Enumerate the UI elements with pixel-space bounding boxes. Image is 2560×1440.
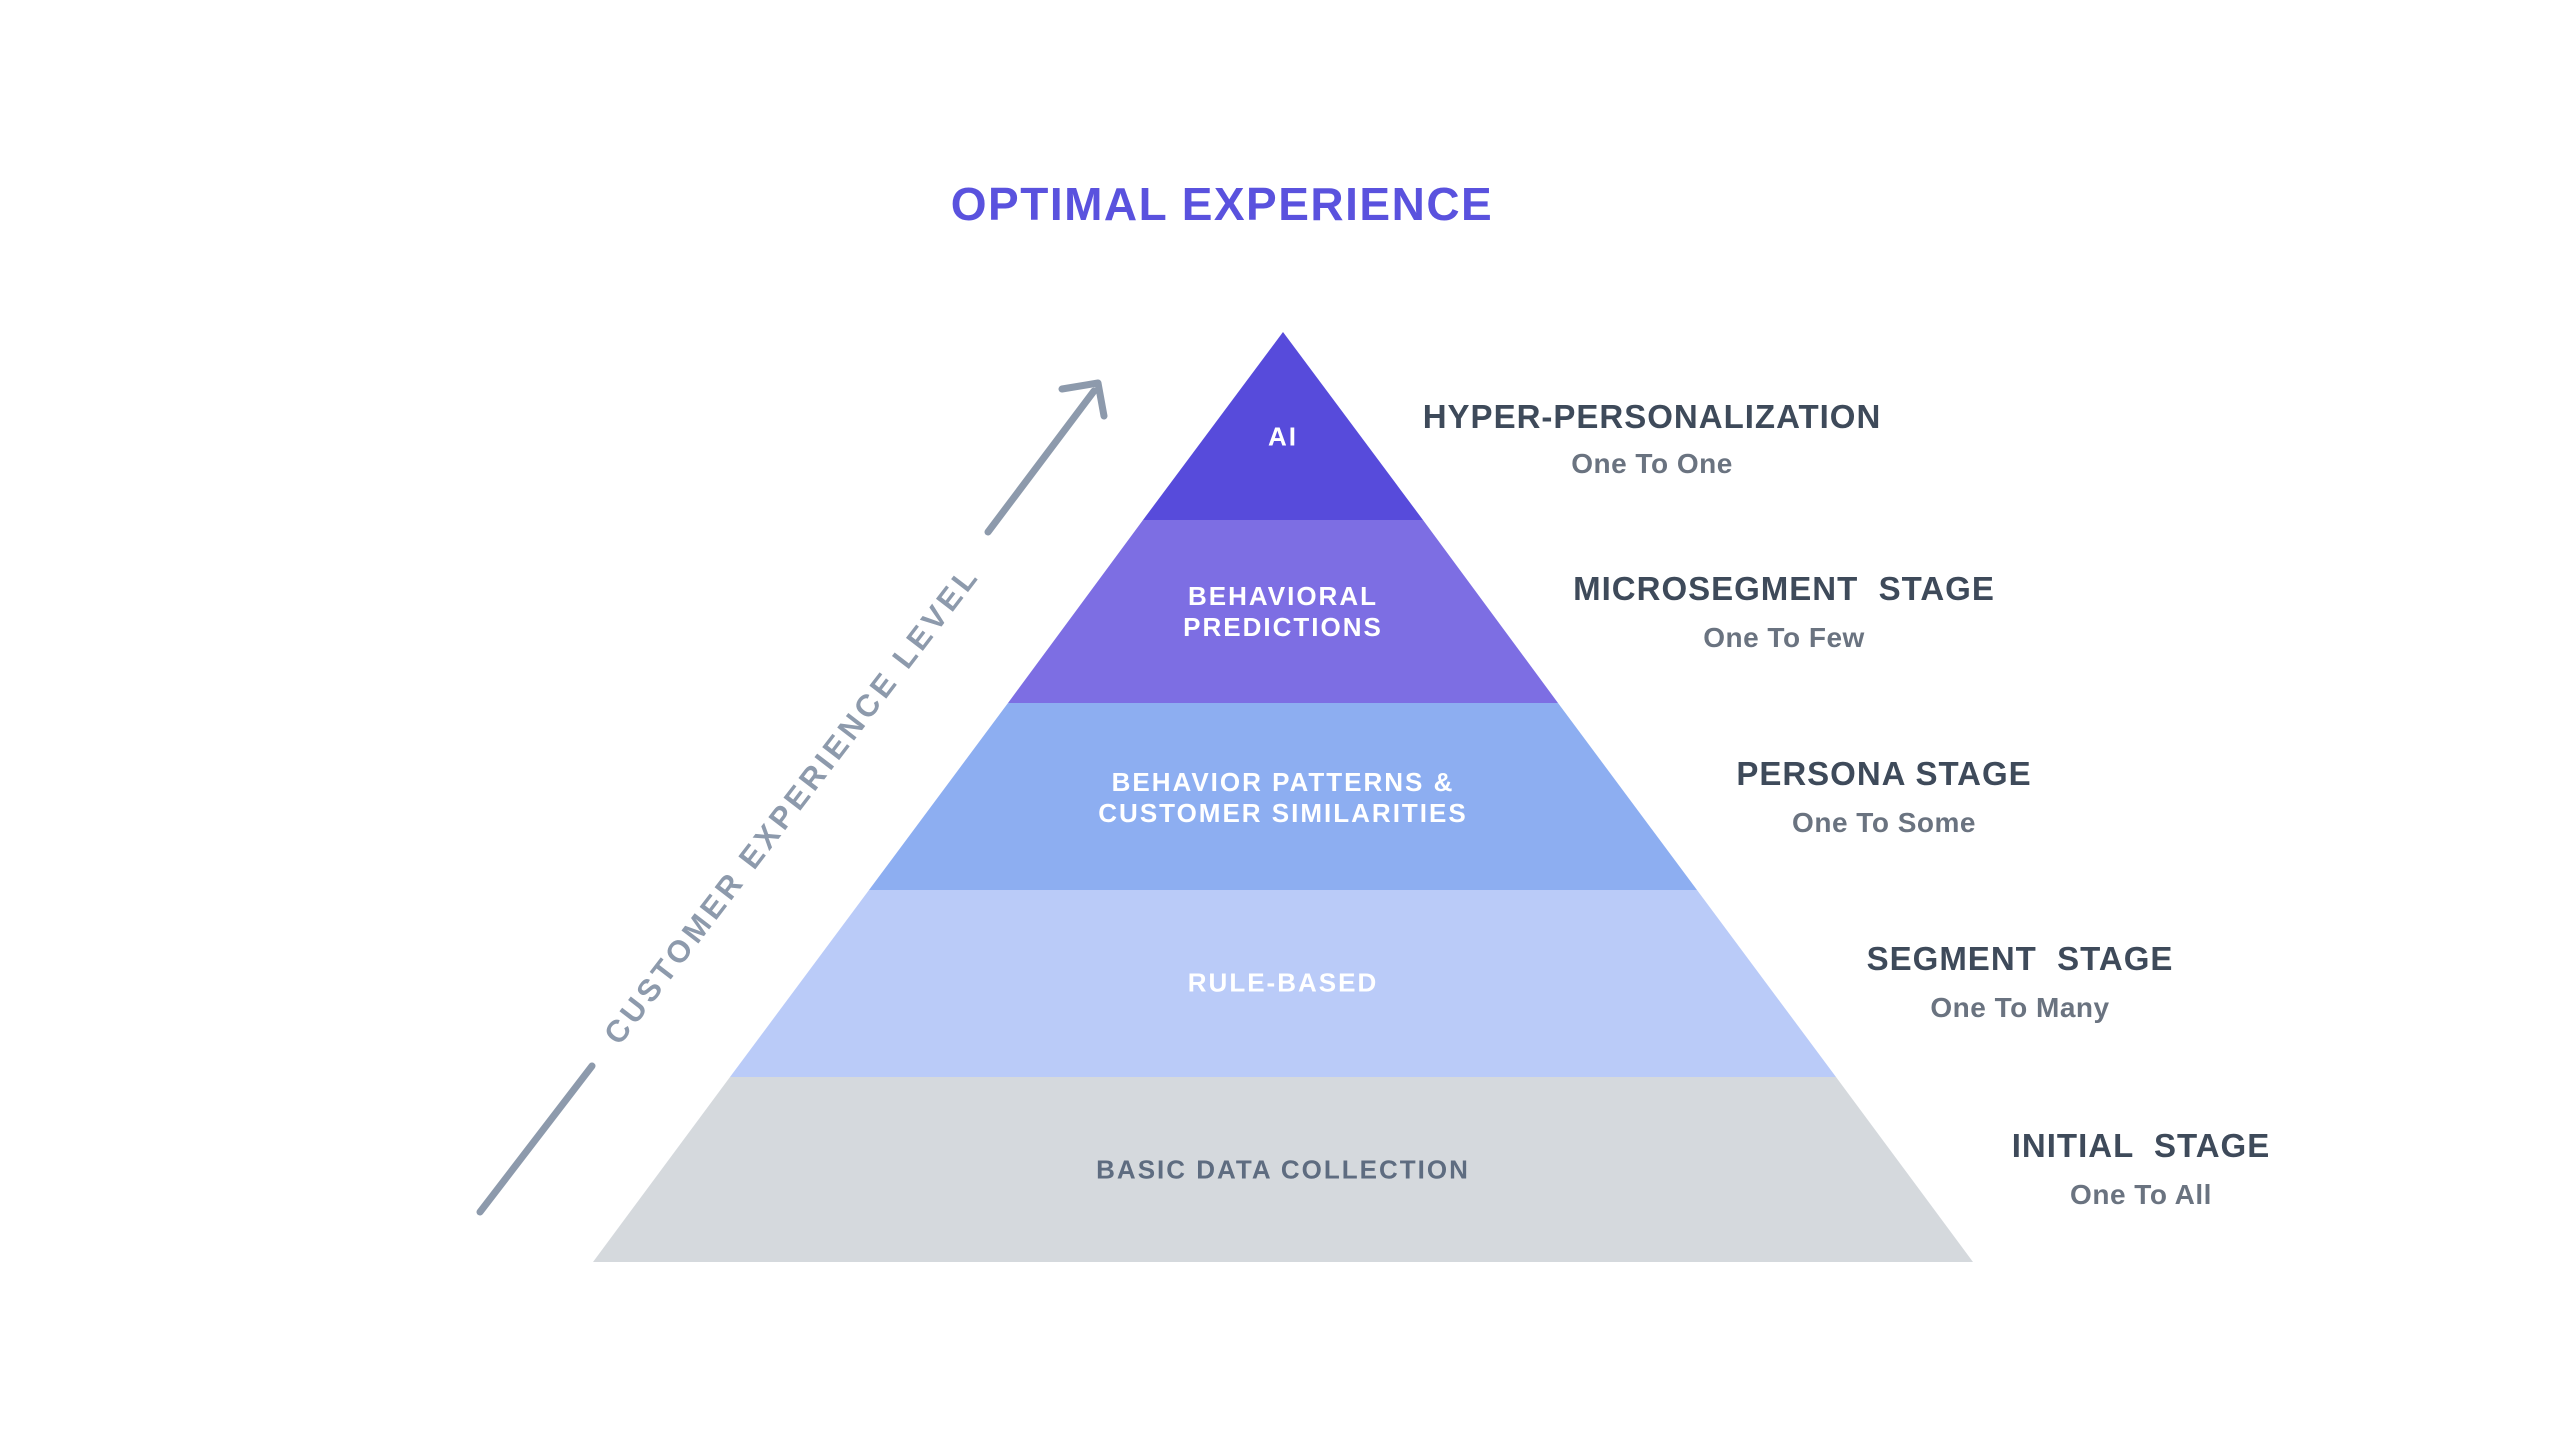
- stage-reach-one-to-all: One To All: [2070, 1179, 2212, 1210]
- arrow-lower-segment: [476, 1062, 596, 1216]
- band-label-behavior-patterns: BEHAVIOR PATTERNS & CUSTOMER SIMILARITIE…: [1098, 766, 1468, 828]
- stage-reach-one-to-one: One To One: [1571, 448, 1733, 479]
- band-label-ai: AI: [1268, 421, 1298, 452]
- stage-heading-hyper-personalization: HYPER-PERSONALIZATION: [1422, 398, 1882, 435]
- stage-heading-persona: PERSONA STAGE: [1736, 755, 2032, 792]
- stage-reach-one-to-few: One To Few: [1703, 622, 1865, 653]
- pyramid-level-3-shape: [869, 703, 1697, 890]
- pyramid-level-2-shape: [1008, 520, 1558, 703]
- stage-heading-segment: SEGMENT STAGE: [1866, 940, 2174, 977]
- stage-heading-microsegment: MICROSEGMENT STAGE: [1573, 570, 1995, 607]
- pyramid-level-1-shape: [1143, 332, 1423, 520]
- stage-reach-one-to-some: One To Some: [1792, 807, 1976, 838]
- arrow-head-icon: [1058, 379, 1108, 420]
- page-title: OPTIMAL EXPERIENCE: [950, 178, 1494, 230]
- band-label-behavioral-predictions: BEHAVIORAL PREDICTIONS: [1183, 580, 1383, 642]
- stage-heading-initial: INITIAL STAGE: [2011, 1127, 2271, 1164]
- pyramid-level-5-shape: [593, 1077, 1973, 1262]
- stage-reach-one-to-many: One To Many: [1930, 992, 2110, 1023]
- band-label-rule-based: RULE-BASED: [1187, 967, 1379, 998]
- band-label-basic-data-collection: BASIC DATA COLLECTION: [1096, 1154, 1470, 1185]
- pyramid-level-4-shape: [730, 890, 1836, 1077]
- experience-level-arrow: [476, 379, 1108, 1216]
- arrow-upper-segment: [984, 387, 1098, 536]
